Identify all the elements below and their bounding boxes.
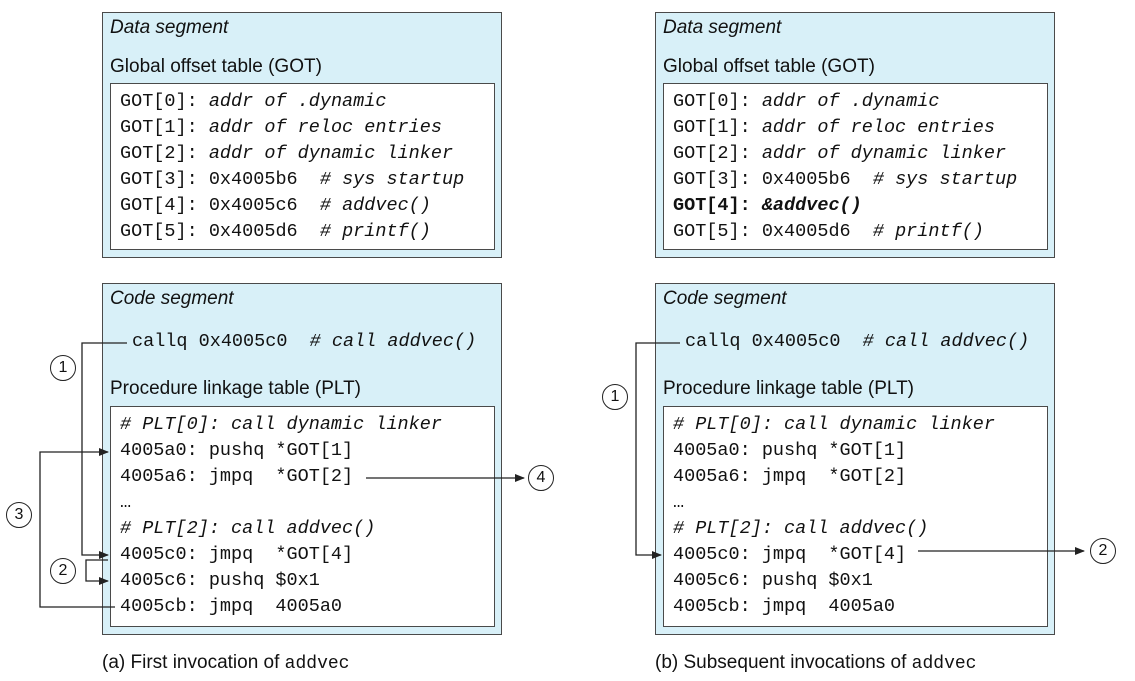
step-circle-a-2: 2	[50, 558, 76, 584]
step-circle-a-4: 4	[528, 465, 554, 491]
plt-line-b-2: 4005a6: jmpq *GOT[2]	[673, 466, 907, 487]
got-entry-a-1: GOT[1]: addr of reloc entries	[120, 117, 442, 138]
step-circle-b-1: 1	[602, 384, 628, 410]
got-entry-b-3: GOT[3]: 0x4005b6 # sys startup	[673, 169, 1018, 190]
plt-line-a-5: 4005c0: jmpq *GOT[4]	[120, 544, 354, 565]
plt-line-a-2: 4005a6: jmpq *GOT[2]	[120, 466, 354, 487]
got-title-a: Global offset table (GOT)	[110, 56, 322, 77]
call-instr-a: callq 0x4005c0 # call addvec()	[132, 331, 477, 352]
plt-line-b-5: 4005c0: jmpq *GOT[4]	[673, 544, 907, 565]
plt-line-a-3: …	[120, 492, 132, 513]
got-table-b	[663, 83, 1048, 250]
got-entry-b-0: GOT[0]: addr of .dynamic	[673, 91, 940, 112]
plt-title-a: Procedure linkage table (PLT)	[110, 378, 361, 399]
caption-b: (b) Subsequent invocations of addvec	[655, 652, 977, 674]
plt-line-b-3: …	[673, 492, 685, 513]
call-instr-b: callq 0x4005c0 # call addvec()	[685, 331, 1030, 352]
plt-line-a-0: # PLT[0]: call dynamic linker	[120, 414, 442, 435]
plt-line-b-1: 4005a0: pushq *GOT[1]	[673, 440, 907, 461]
plt-line-b-4: # PLT[2]: call addvec()	[673, 518, 929, 539]
data-segment-title-b: Data segment	[663, 17, 782, 38]
plt-line-a-7: 4005cb: jmpq 4005a0	[120, 596, 343, 617]
got-entry-b-2: GOT[2]: addr of dynamic linker	[673, 143, 1007, 164]
code-segment-title-b: Code segment	[663, 288, 787, 309]
got-title-b: Global offset table (GOT)	[663, 56, 875, 77]
got-entry-a-4: GOT[4]: 0x4005c6 # addvec()	[120, 195, 431, 216]
code-segment-title-a: Code segment	[110, 288, 234, 309]
caption-a: (a) First invocation of addvec	[102, 652, 350, 674]
got-entry-b-1: GOT[1]: addr of reloc entries	[673, 117, 995, 138]
got-entry-a-0: GOT[0]: addr of .dynamic	[120, 91, 387, 112]
step-circle-a-3: 3	[6, 502, 32, 528]
got-entry-b-5: GOT[5]: 0x4005d6 # printf()	[673, 221, 984, 242]
plt-line-b-6: 4005c6: pushq $0x1	[673, 570, 873, 591]
plt-title-b: Procedure linkage table (PLT)	[663, 378, 914, 399]
step-circle-a-1: 1	[50, 355, 76, 381]
got-entry-a-2: GOT[2]: addr of dynamic linker	[120, 143, 454, 164]
plt-line-a-1: 4005a0: pushq *GOT[1]	[120, 440, 354, 461]
plt-line-a-4: # PLT[2]: call addvec()	[120, 518, 376, 539]
plt-line-b-7: 4005cb: jmpq 4005a0	[673, 596, 896, 617]
got-entry-a-5: GOT[5]: 0x4005d6 # printf()	[120, 221, 431, 242]
data-segment-title-a: Data segment	[110, 17, 229, 38]
plt-line-a-6: 4005c6: pushq $0x1	[120, 570, 320, 591]
got-table-a	[110, 83, 495, 250]
plt-table-a	[110, 406, 495, 627]
plt-table-b	[663, 406, 1048, 627]
got-entry-b-4: GOT[4]: &addvec()	[673, 195, 862, 216]
plt-line-b-0: # PLT[0]: call dynamic linker	[673, 414, 995, 435]
got-entry-a-3: GOT[3]: 0x4005b6 # sys startup	[120, 169, 465, 190]
step-circle-b-2: 2	[1090, 538, 1116, 564]
